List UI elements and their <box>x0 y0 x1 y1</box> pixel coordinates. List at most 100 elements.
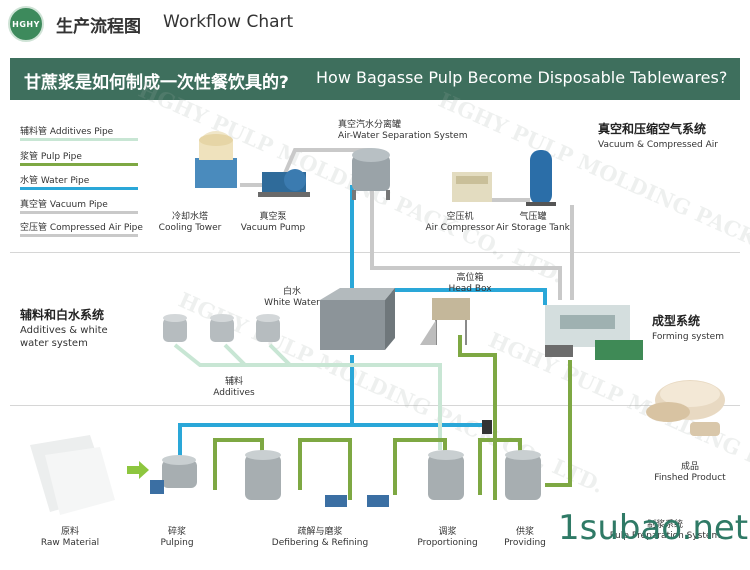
vacuum-pipe-sep-forming <box>370 190 562 300</box>
additives-label-en: Additives <box>213 388 255 398</box>
pulping-label: 碎浆 Pulping <box>142 527 212 549</box>
page-header: HGHY 生产流程图 Workflow Chart <box>0 0 750 48</box>
vacuum-pipes <box>240 148 574 300</box>
proportioning-label-cn: 调浆 <box>438 527 457 537</box>
legend-vacuum-label: 真空管 Vacuum Pipe <box>20 200 108 210</box>
white-water-label-cn: 白水 <box>282 287 301 297</box>
white-water-label: 白水 White Water <box>262 287 322 309</box>
additive-tanks <box>163 314 280 342</box>
defibering-label-cn: 疏解与磨浆 <box>297 527 343 537</box>
pulp-prep-label-cn: 制浆系统 <box>646 520 683 530</box>
banner-title-cn: 甘蔗浆是如何制成一次性餐饮具的? <box>24 73 289 93</box>
company-logo: HGHY <box>8 6 44 42</box>
air-water-separation-tank <box>352 148 390 200</box>
legend-vacuum-line <box>20 211 138 214</box>
raw-material-label-cn: 原料 <box>60 527 79 537</box>
pulp-pipe-4 <box>478 438 522 495</box>
section-additives-en-2: water system <box>20 338 88 349</box>
raw-material <box>30 435 115 515</box>
vacuum-pump-label-cn: 真空泵 <box>259 212 287 222</box>
providing-label: 供浆 Providing <box>495 527 555 549</box>
air-water-sep-label-en: Air-Water Separation System <box>338 131 468 141</box>
proportioning-label: 调浆 Proportioning <box>410 527 485 549</box>
air-water-sep-label: 真空汽水分离罐 Air-Water Separation System <box>338 120 488 142</box>
vacuum-pump-label: 真空泵 Vacuum Pump <box>233 212 313 234</box>
section-additives-en-1: Additives & white <box>20 325 108 336</box>
raw-material-label: 原料 Raw Material <box>30 527 110 549</box>
pulping-label-cn: 碎浆 <box>167 527 186 537</box>
section-vacuum-air-cn: 真空和压缩空气系统 <box>598 122 707 136</box>
site-watermark: 1subao.net <box>558 508 749 548</box>
proportioning-tank <box>428 420 492 500</box>
cooling-tower-label: 冷却水塔 Cooling Tower <box>150 212 230 234</box>
flow-arrow <box>127 461 149 479</box>
legend-air-line <box>20 234 138 237</box>
additives-pipe-main <box>173 343 442 450</box>
additives-label: 辅料 Additives <box>204 377 264 399</box>
additives-label-cn: 辅料 <box>224 377 243 387</box>
section-forming-en: Forming system <box>652 332 724 342</box>
finished-product-label-cn: 成品 <box>680 462 699 472</box>
legend-water-line <box>20 187 138 190</box>
section-divider-1 <box>10 252 740 253</box>
air-compressor-label-en: Air Compressor <box>425 223 495 233</box>
air-tank-label-en: Air Storage Tank <box>496 223 570 233</box>
header-title-cn: 生产流程图 <box>56 17 141 37</box>
pulp-prep-label: 制浆系统 Pulp Preparation System <box>600 520 730 542</box>
raw-material-label-en: Raw Material <box>40 538 100 548</box>
pulping-label-en: Pulping <box>160 538 194 548</box>
defibering-label: 疏解与磨浆 Defibering & Refining <box>260 527 380 549</box>
finished-product-label-en: Finshed Product <box>654 473 726 483</box>
additives-pipe-3 <box>268 343 292 367</box>
section-additives-cn: 辅料和白水系统 <box>20 308 105 322</box>
logo-text: HGHY <box>12 19 40 29</box>
pulping-tank <box>150 455 197 494</box>
pulp-pipe-1 <box>213 438 264 490</box>
vacuum-pump-label-en: Vacuum Pump <box>240 223 306 233</box>
air-storage-tank <box>526 150 556 206</box>
legend-additives-line <box>20 138 138 141</box>
air-tank-label: 气压罐 Air Storage Tank <box>493 212 573 234</box>
air-water-sep-label-cn: 真空汽水分离罐 <box>338 120 402 130</box>
head-box-label-en: Head Box <box>448 284 492 294</box>
banner-title-en: How Bagasse Pulp Become Disposable Table… <box>316 68 728 87</box>
defibering-label-en: Defibering & Refining <box>271 538 369 548</box>
cooling-tower <box>195 131 237 188</box>
cooling-tower-label-en: Cooling Tower <box>158 223 222 233</box>
head-box-label: 高位箱 Head Box <box>440 273 500 295</box>
air-compressor <box>452 172 492 202</box>
title-banner: 甘蔗浆是如何制成一次性餐饮具的? How Bagasse Pulp Become… <box>10 58 740 100</box>
pulp-pipe-3 <box>393 438 447 495</box>
legend-water-label: 水管 Water Pipe <box>20 176 90 186</box>
defibering-tanks <box>245 450 389 507</box>
section-vacuum-air-en: Vacuum & Compressed Air <box>598 140 718 150</box>
legend-additives-label: 辅料管 Additives Pipe <box>20 127 114 137</box>
header-title-en: Workflow Chart <box>163 12 294 32</box>
additives-pipe-2 <box>223 343 247 367</box>
legend-pulp-label: 浆管 Pulp Pipe <box>20 152 82 162</box>
legend-air-label: 空压管 Compressed Air Pipe <box>20 223 143 233</box>
finished-product-label: 成品 Finshed Product <box>645 462 735 484</box>
additives-pipes <box>173 343 442 450</box>
section-divider-2 <box>10 405 740 406</box>
pulp-pipe-headbox <box>458 335 497 500</box>
water-pipe-main <box>178 355 354 460</box>
section-forming-cn: 成型系统 <box>652 314 701 328</box>
white-water-label-en: White Water <box>264 298 320 308</box>
air-compressor-label: 空压机 Air Compressor <box>420 212 500 234</box>
legend-pulp-line <box>20 163 138 166</box>
providing-label-cn: 供浆 <box>515 527 534 537</box>
white-water-tank <box>320 288 395 350</box>
proportioning-label-en: Proportioning <box>417 538 478 548</box>
vacuum-pipe-pump-sep <box>240 148 370 187</box>
forming-machine <box>545 305 643 360</box>
pulp-pipe-providing <box>545 360 572 487</box>
vacuum-pump <box>258 169 310 197</box>
pulp-prep-label-en: Pulp Preparation System <box>609 531 721 541</box>
air-compressor-label-cn: 空压机 <box>446 212 474 222</box>
providing-tank <box>505 450 541 500</box>
head-box-label-cn: 高位箱 <box>456 273 484 283</box>
pulp-pipes <box>213 335 572 500</box>
pulp-pipe-2 <box>298 438 352 500</box>
